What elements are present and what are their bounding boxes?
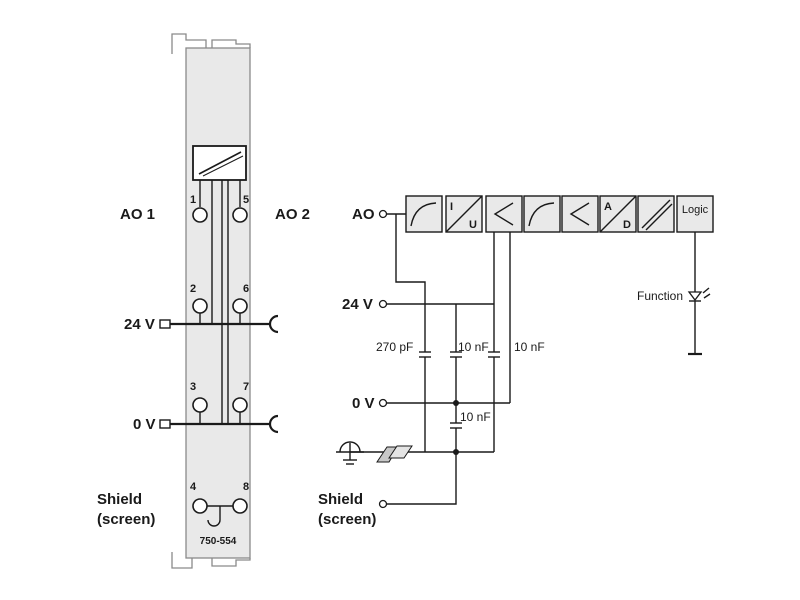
terminal-shield-right <box>378 499 388 509</box>
din-rail-icon <box>376 445 413 463</box>
cap-10nf-b-label: 10 nF <box>514 340 545 354</box>
label-function: Function <box>637 289 683 303</box>
ground-icon <box>336 441 364 465</box>
terminal-6 <box>232 298 248 314</box>
socket-24v <box>268 314 279 334</box>
plug-24v <box>159 319 171 329</box>
block-ad-converter: A D <box>599 195 637 233</box>
ao-terminal <box>378 209 388 219</box>
terminal-3 <box>192 397 208 413</box>
cap-10nf-a-label: 10 nF <box>458 340 489 354</box>
pin-3: 3 <box>190 381 196 393</box>
label-ao1: AO 1 <box>120 206 155 223</box>
terminal-2 <box>192 298 208 314</box>
block-logic: Logic <box>676 195 714 233</box>
pin-2: 2 <box>190 283 196 295</box>
led-icon <box>687 291 703 302</box>
led-ray-1 <box>702 287 710 294</box>
schematic: I U A D Logic <box>336 195 714 509</box>
label-24v-left: 24 V <box>124 316 155 333</box>
block-amplifier-1 <box>485 195 523 233</box>
block-filter-2 <box>523 195 561 233</box>
converter-diagonal-2 <box>202 155 244 177</box>
label-24v-right: 24 V <box>342 296 373 313</box>
pin-5: 5 <box>243 194 249 206</box>
pin-4: 4 <box>190 481 197 493</box>
label-shield-left-2: (screen) <box>97 511 155 528</box>
label-shield-left-1: Shield <box>97 491 142 508</box>
terminal-1 <box>192 207 208 223</box>
label-0v-right: 0 V <box>352 395 375 412</box>
label-ao-right: AO <box>352 206 375 223</box>
part-number: 750-554 <box>200 536 237 547</box>
cap-10nf-c-label: 10 nF <box>460 410 491 424</box>
terminal-module: 1 5 2 6 3 7 4 8 750-554 <box>159 33 279 569</box>
terminal-4 <box>192 498 208 514</box>
label-ao2: AO 2 <box>275 206 310 223</box>
block-ad-label-a: A <box>604 201 612 213</box>
label-shield-right-2: (screen) <box>318 511 376 528</box>
socket-0v <box>268 414 279 434</box>
led-ray-2 <box>703 293 711 299</box>
block-logic-label: Logic <box>682 204 709 216</box>
block-ad-label-d: D <box>623 219 631 231</box>
pin-1: 1 <box>190 194 196 206</box>
block-iu-converter: I U <box>445 195 483 233</box>
plug-0v <box>159 419 171 429</box>
block-filter-1 <box>405 195 443 233</box>
label-0v-left: 0 V <box>133 416 156 433</box>
junction-shield <box>453 449 459 455</box>
terminal-0v-right <box>378 398 388 408</box>
terminal-5 <box>232 207 248 223</box>
shield-hook <box>207 506 221 527</box>
terminal-24v-right <box>378 299 388 309</box>
wire-shield-down <box>387 452 457 505</box>
module-top-profile <box>171 33 207 54</box>
block-amplifier-2 <box>561 195 599 233</box>
wire-ao-cap <box>395 214 426 352</box>
converter-diagonal <box>198 151 242 175</box>
pin-8: 8 <box>243 481 249 493</box>
junction-0v <box>453 400 459 406</box>
cap-270pf-label: 270 pF <box>376 340 413 354</box>
module-bottom-notch <box>211 558 251 567</box>
terminal-7 <box>232 397 248 413</box>
label-shield-right-1: Shield <box>318 491 363 508</box>
pin-6: 6 <box>243 283 249 295</box>
block-iu-label-i: I <box>450 201 453 213</box>
block-iu-label-u: U <box>469 219 477 231</box>
pin-7: 7 <box>243 381 249 393</box>
block-isolation <box>637 195 675 233</box>
terminal-8 <box>232 498 248 514</box>
module-bottom-profile <box>171 552 193 569</box>
module-top-notch <box>211 39 251 48</box>
